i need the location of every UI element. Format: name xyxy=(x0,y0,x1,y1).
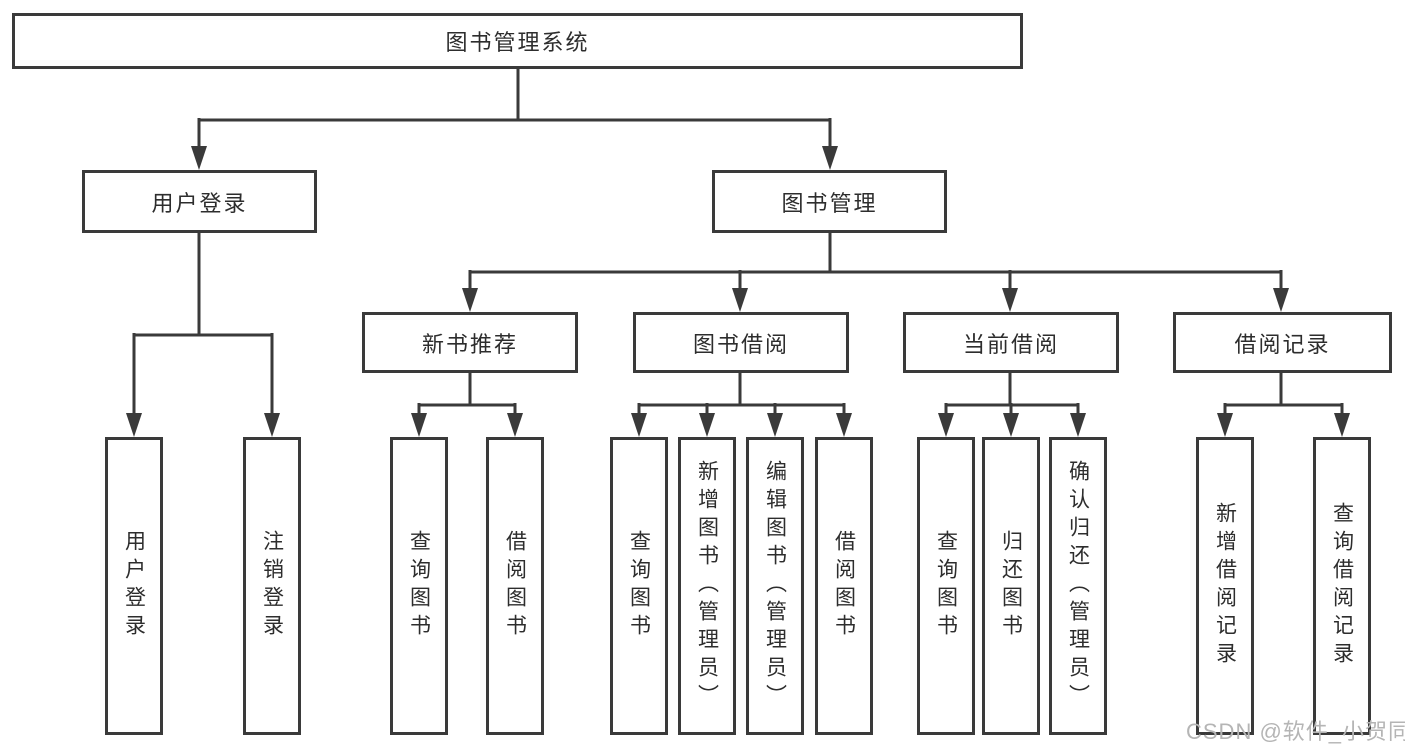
node-new-book-recommend: 新书推荐 xyxy=(362,312,578,373)
leaf-query-borrow-record: 查询借阅记录 xyxy=(1313,437,1371,735)
leaf-add-books-admin: 新增图书（管理员） xyxy=(678,437,736,735)
node-library-system: 图书管理系统 xyxy=(12,13,1023,69)
leaf-add-borrow-record: 新增借阅记录 xyxy=(1196,437,1254,735)
leaf-edit-books-admin: 编辑图书（管理员） xyxy=(746,437,804,735)
node-book-management: 图书管理 xyxy=(712,170,947,233)
connector-root-to-level2 xyxy=(191,68,838,170)
node-current-borrowing: 当前借阅 xyxy=(903,312,1119,373)
connector-borrow-records-children xyxy=(1217,373,1350,437)
node-book-borrowing: 图书借阅 xyxy=(633,312,849,373)
leaf-query-books-borrowing: 查询图书 xyxy=(610,437,668,735)
leaf-borrow-books-recommend: 借阅图书 xyxy=(486,437,544,735)
connector-new-book-recommend-children xyxy=(411,373,523,437)
leaf-confirm-return-admin: 确认归还（管理员） xyxy=(1049,437,1107,735)
leaf-query-books-recommend: 查询图书 xyxy=(390,437,448,735)
leaf-borrow-books-borrowing: 借阅图书 xyxy=(815,437,873,735)
connector-user-login-children xyxy=(126,233,280,437)
connector-book-management-to-level3 xyxy=(462,233,1289,312)
node-borrow-records: 借阅记录 xyxy=(1173,312,1392,373)
connector-book-borrowing-children xyxy=(631,373,852,437)
leaf-return-books: 归还图书 xyxy=(982,437,1040,735)
leaf-query-books-current: 查询图书 xyxy=(917,437,975,735)
leaf-user-login: 用户登录 xyxy=(105,437,163,735)
leaf-logout: 注销登录 xyxy=(243,437,301,735)
node-user-login: 用户登录 xyxy=(82,170,317,233)
csdn-watermark: CSDN @软件_小贺同学 xyxy=(1186,719,1405,744)
connector-current-borrowing-children xyxy=(938,373,1086,437)
